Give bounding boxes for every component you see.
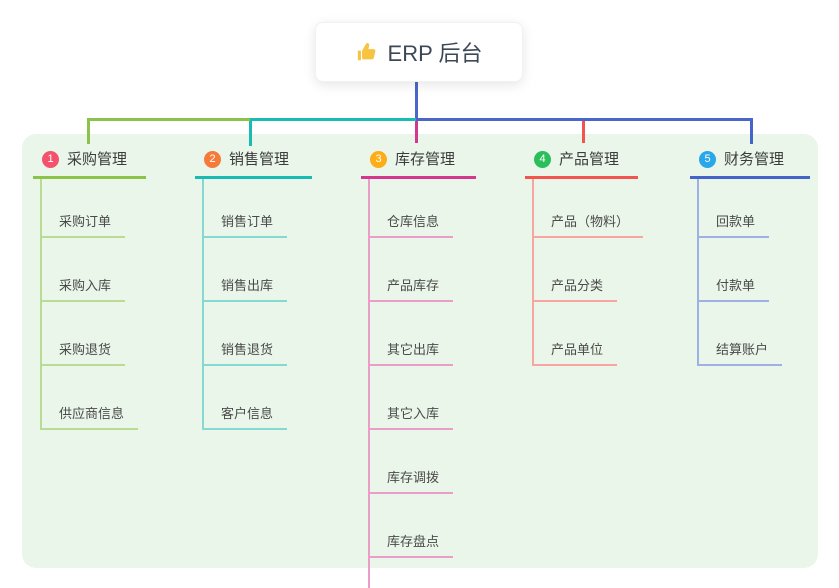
branch-label: 产品管理 [559,151,620,168]
connector-segment-teal [250,118,416,121]
thumbs-up-icon [357,43,375,61]
branch-item[interactable]: 客户信息 [204,366,288,430]
branch-item[interactable]: 销售订单 [204,179,288,238]
branch-finance: 5 财务管理 回款单 付款单 结算账户 [690,150,810,366]
branch-number-badge: 3 [370,151,387,168]
branch-item[interactable]: 库存盘点 [370,494,454,558]
branch-item[interactable]: 产品单位 [534,302,618,366]
branch1-drop-line [87,118,90,144]
branch-label: 销售管理 [229,151,290,168]
branch-label: 采购管理 [67,151,128,168]
branch-title[interactable]: 5 财务管理 [690,150,810,179]
branch-label: 库存管理 [395,151,456,168]
branch-number-badge: 5 [699,151,716,168]
branch-item[interactable]: 供应商信息 [42,366,139,430]
branch-purchase: 1 采购管理 采购订单 采购入库 采购退货 供应商信息 [33,150,146,430]
branch-label: 财务管理 [724,151,785,168]
branch-title[interactable]: 3 库存管理 [361,150,476,179]
branch-number-badge: 2 [204,151,221,168]
branch-item[interactable]: 出库库明细 [370,558,466,588]
branch2-drop-line [249,118,252,146]
branch-number-badge: 4 [534,151,551,168]
connector-segment-blue [416,118,753,121]
branch-number-badge: 1 [42,151,59,168]
branch-item[interactable]: 采购入库 [42,238,126,302]
branch-title[interactable]: 2 销售管理 [195,150,312,179]
branch-item[interactable]: 产品库存 [370,238,454,302]
root-connector-line [415,82,418,119]
branch-items: 销售订单 销售出库 销售退货 客户信息 [202,179,312,430]
branch-item[interactable]: 销售退货 [204,302,288,366]
branch-item[interactable]: 产品（物料） [534,179,644,238]
root-node[interactable]: ERP 后台 [315,22,523,82]
branch5-drop-line [750,118,753,144]
branch-items: 回款单 付款单 结算账户 [697,179,810,366]
branch-title[interactable]: 4 产品管理 [525,150,638,179]
branch-items: 仓库信息 产品库存 其它出库 其它入库 库存调拨 库存盘点 出库库明细 [368,179,476,588]
branch-title[interactable]: 1 采购管理 [33,150,146,179]
branch-item[interactable]: 采购退货 [42,302,126,366]
branch-inventory: 3 库存管理 仓库信息 产品库存 其它出库 其它入库 库存调拨 库存盘点 出库库… [361,150,476,588]
branch-item[interactable]: 结算账户 [699,302,783,366]
branch-item[interactable]: 库存调拨 [370,430,454,494]
branch-item[interactable]: 其它出库 [370,302,454,366]
branch-item[interactable]: 仓库信息 [370,179,454,238]
branch-item[interactable]: 产品分类 [534,238,618,302]
branch-item[interactable]: 其它入库 [370,366,454,430]
root-label: ERP 后台 [387,41,483,66]
branch-items: 产品（物料） 产品分类 产品单位 [532,179,644,366]
branch-item[interactable]: 采购订单 [42,179,126,238]
branch4-drop-line [582,118,585,143]
branch-product: 4 产品管理 产品（物料） 产品分类 产品单位 [525,150,644,366]
branch3-drop-line [415,118,418,143]
branches-panel [22,134,818,568]
connector-segment-green [87,118,250,121]
branch-item[interactable]: 付款单 [699,238,770,302]
branch-item[interactable]: 回款单 [699,179,770,238]
branch-sales: 2 销售管理 销售订单 销售出库 销售退货 客户信息 [195,150,312,430]
branch-item[interactable]: 销售出库 [204,238,288,302]
branch-items: 采购订单 采购入库 采购退货 供应商信息 [40,179,146,430]
